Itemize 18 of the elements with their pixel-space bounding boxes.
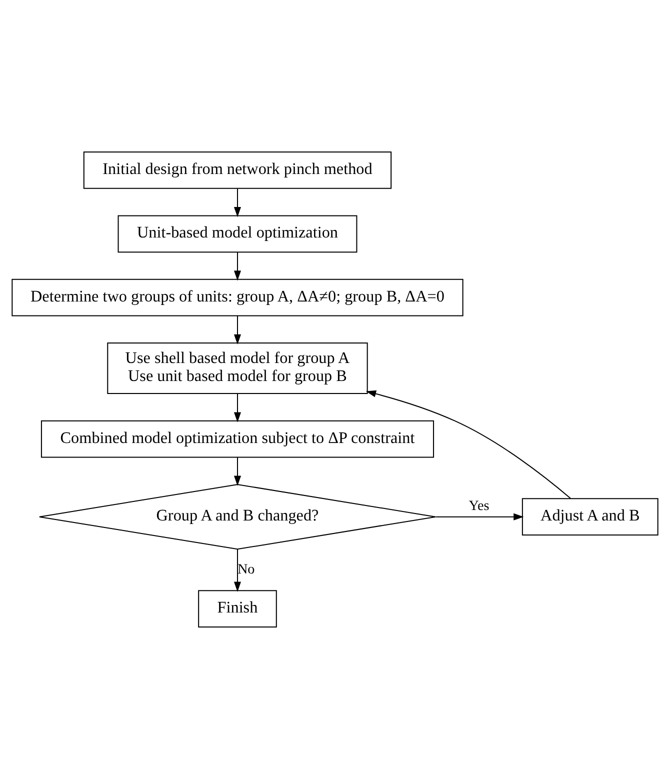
node-diamond: Group A and B changed? xyxy=(38,483,436,550)
node-box: Combined model optimization subject to ΔP constraint xyxy=(40,420,434,458)
edge-label: No xyxy=(237,561,255,578)
arrow xyxy=(366,390,571,498)
arrow xyxy=(234,393,242,422)
arrow xyxy=(234,188,242,217)
node-box: Initial design from network pinch method xyxy=(83,151,392,188)
node-box: Determine two groups of units: group A, ΔA≠0; group B, ΔA=0 xyxy=(12,278,464,316)
edge-label: Yes xyxy=(468,497,490,514)
arrow xyxy=(234,548,242,592)
node-box: Unit-based model optimization xyxy=(118,214,358,252)
node-box: Use shell based model for group A Use unit based model for group B xyxy=(107,342,368,394)
arrow xyxy=(234,456,242,486)
node-box: Adjust A and B xyxy=(522,498,658,535)
arrow xyxy=(234,252,242,280)
arrow xyxy=(436,512,524,520)
node-box: Finish xyxy=(198,590,277,627)
arrow xyxy=(234,315,242,344)
